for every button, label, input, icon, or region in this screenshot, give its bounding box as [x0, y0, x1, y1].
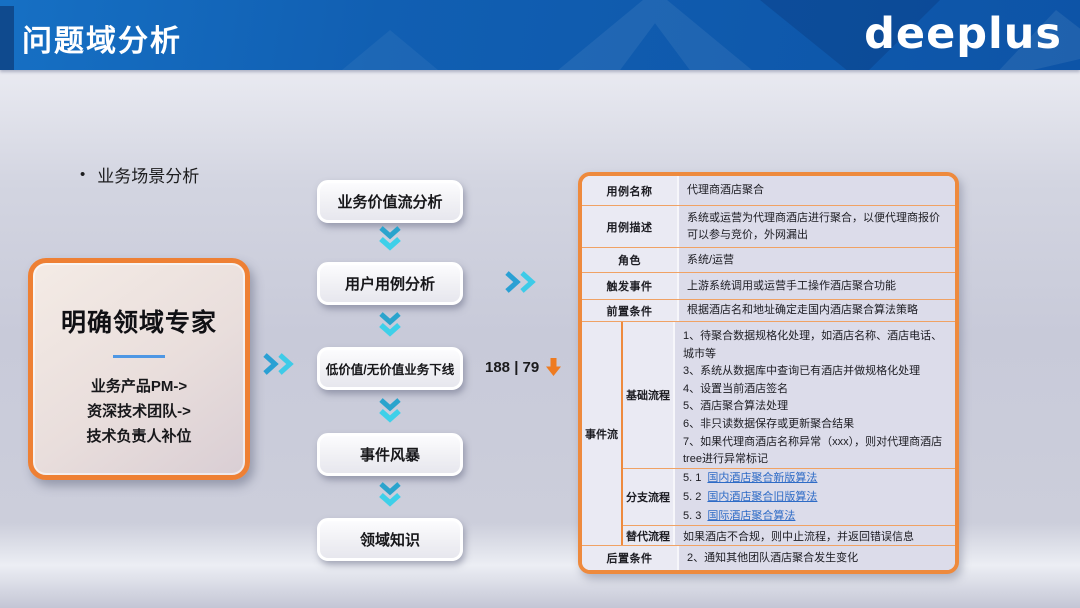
expert-box-title: 明确领域专家: [60, 309, 217, 337]
chevron-down-icon: [379, 312, 401, 337]
page-title: 问题域分析: [22, 25, 182, 58]
event-flow-block: 事件流 基础流程 1、待聚合数据规格化处理，如酒店名称、酒店电话、城市等 3、系…: [582, 321, 955, 546]
table-row: 用例描述 系统或运营为代理商酒店进行聚合，以便代理商报价可以参与竞价，外网漏出: [582, 205, 955, 247]
table-row: 前置条件 根据酒店名和地址确定走国内酒店聚合算法策略: [582, 299, 955, 321]
link-number: 5. 3: [683, 509, 702, 522]
row-content: 2、通知其他团队酒店聚合发生变化: [679, 546, 955, 570]
row-label: 触发事件: [582, 273, 679, 299]
row-label: 用例描述: [582, 206, 679, 247]
expert-line: 业务产品PM->: [90, 378, 188, 395]
branch-flow-row: 分支流程 5. 1 国内酒店聚合新版算法 5. 2 国内酒店聚合旧版算法 5. …: [623, 468, 955, 525]
header-decoration: [0, 6, 14, 70]
chevron-down-icon: [379, 482, 401, 507]
chevron-right-icon: [263, 353, 294, 375]
link-number: 5. 2: [683, 490, 702, 503]
row-label: 后置条件: [582, 546, 679, 570]
flow-item: 7、如果代理商酒店名称异常（xxx），则对代理商酒店tree进行异常标记: [683, 435, 943, 466]
divider-line: [113, 355, 165, 358]
row-content: 根据酒店名和地址确定走国内酒店聚合算法策略: [679, 300, 955, 321]
sub-row-label: 替代流程: [623, 526, 675, 546]
table-row: 触发事件 上游系统调用或运营手工操作酒店聚合功能: [582, 272, 955, 299]
row-label: 角色: [582, 248, 679, 272]
flow-item: 5、酒店聚合算法处理: [683, 400, 789, 413]
table-row: 角色 系统/运营: [582, 247, 955, 272]
flow-item: 6、非只读数据保存或更新聚合结果: [683, 417, 855, 430]
header-decoration: [540, 0, 770, 70]
flow-step-offline: 低价值/无价值业务下线: [317, 347, 463, 390]
expert-line: 技术负责人补位: [86, 428, 192, 445]
alternate-flow-row: 替代流程 如果酒店不合规，则中止流程，并返回错误信息: [623, 525, 955, 546]
table-row: 用例名称 代理商酒店聚合: [582, 176, 955, 205]
sub-row-label: 基础流程: [623, 322, 675, 468]
flow-step-value-stream: 业务价值流分析: [317, 180, 463, 223]
flow-step-use-case: 用户用例分析: [317, 262, 463, 305]
flow-item: 3、系统从数据库中查询已有酒店并做规格化处理: [683, 365, 921, 378]
use-case-table: 用例名称 代理商酒店聚合 用例描述 系统或运营为代理商酒店进行聚合，以便代理商报…: [578, 172, 959, 574]
alternate-flow-text: 如果酒店不合规，则中止流程，并返回错误信息: [675, 526, 955, 546]
header-decoration: [330, 30, 450, 70]
branch-flow-links: 5. 1 国内酒店聚合新版算法 5. 2 国内酒店聚合旧版算法 5. 3 国际酒…: [675, 469, 955, 525]
metric-188-79: 188 | 79: [485, 357, 562, 377]
row-content: 上游系统调用或运营手工操作酒店聚合功能: [679, 273, 955, 299]
table-row: 后置条件 2、通知其他团队酒店聚合发生变化: [582, 545, 955, 570]
expert-line: 资深技术团队->: [87, 403, 191, 420]
flow-step-domain-knowledge: 领域知识: [317, 518, 463, 561]
sub-row-label: 分支流程: [623, 469, 675, 525]
row-label: 前置条件: [582, 300, 679, 321]
algorithm-link-international[interactable]: 国际酒店聚合算法: [707, 509, 796, 522]
deeplus-logo: deeplus: [864, 9, 1062, 59]
header-bar: 问题域分析 deeplus: [0, 0, 1080, 70]
row-content: 代理商酒店聚合: [679, 176, 955, 205]
algorithm-link-domestic-new[interactable]: 国内酒店聚合新版算法: [707, 471, 818, 484]
chevron-down-icon: [379, 226, 401, 251]
row-label: 用例名称: [582, 176, 679, 205]
flow-item: 1、待聚合数据规格化处理，如酒店名称、酒店电话、城市等: [683, 330, 943, 360]
flow-item: 4、设置当前酒店签名: [683, 382, 789, 395]
chevron-down-icon: [379, 398, 401, 423]
section-bullet: • 业务场景分析: [80, 162, 199, 187]
flow-step-event-storm: 事件风暴: [317, 433, 463, 476]
base-flow-items: 1、待聚合数据规格化处理，如酒店名称、酒店电话、城市等 3、系统从数据库中查询已…: [675, 322, 955, 468]
down-arrow-icon: [546, 358, 562, 376]
link-number: 5. 1: [683, 471, 702, 484]
row-content: 系统/运营: [679, 248, 955, 272]
chevron-right-icon: [505, 271, 536, 293]
event-flow-label: 事件流: [582, 322, 623, 545]
row-content: 系统或运营为代理商酒店进行聚合，以便代理商报价可以参与竞价，外网漏出: [679, 206, 955, 247]
metric-value: 188 | 79: [485, 358, 540, 376]
bullet-dot: •: [80, 166, 86, 183]
base-flow-row: 基础流程 1、待聚合数据规格化处理，如酒店名称、酒店电话、城市等 3、系统从数据…: [623, 322, 955, 468]
algorithm-link-domestic-old[interactable]: 国内酒店聚合旧版算法: [707, 490, 818, 503]
section-bullet-label: 业务场景分析: [97, 167, 200, 186]
domain-expert-box: 明确领域专家 业务产品PM-> 资深技术团队-> 技术负责人补位: [28, 258, 250, 480]
